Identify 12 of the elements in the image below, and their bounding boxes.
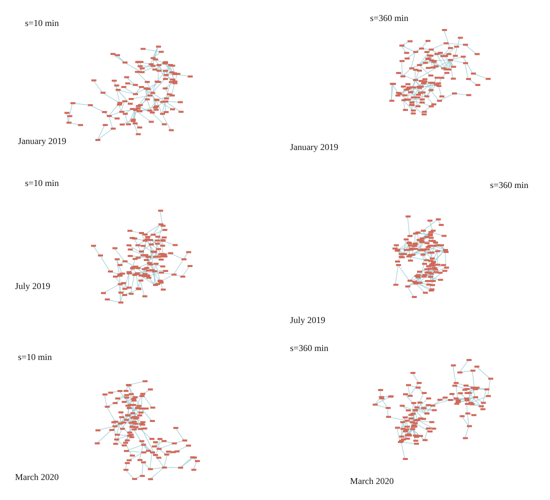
window-label: s=360 min [290, 343, 328, 353]
date-label: July 2019 [15, 281, 50, 291]
date-label: January 2019 [18, 136, 66, 146]
window-label: s=360 min [490, 180, 528, 190]
date-label: July 2019 [290, 315, 326, 325]
window-label: s=10 min [25, 178, 59, 188]
date-label: January 2019 [290, 142, 338, 152]
window-label: s=10 min [25, 18, 59, 28]
date-label: March 2020 [15, 472, 59, 482]
date-label: March 2020 [350, 476, 394, 486]
window-label: s=360 min [370, 13, 408, 23]
window-label: s=10 min [18, 352, 52, 362]
